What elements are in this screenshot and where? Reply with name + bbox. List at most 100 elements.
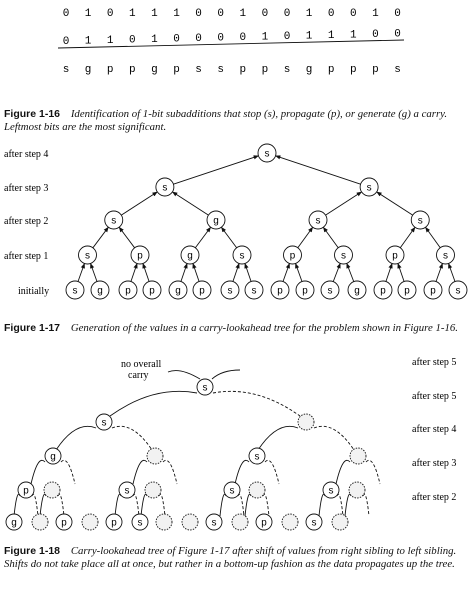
figure-1-16-caption: Figure 1-16 Identification of 1-bit suba… xyxy=(4,108,470,134)
bit-cell: 1 xyxy=(85,8,92,20)
tree-edge xyxy=(325,191,363,216)
tree-edge xyxy=(318,493,326,517)
leaf-node-value: p xyxy=(404,287,410,298)
tree-edge xyxy=(262,493,270,517)
level3-node-circle xyxy=(359,177,379,197)
tree-edge xyxy=(313,425,355,451)
bit-cell: 0 xyxy=(372,29,379,41)
tree-edge xyxy=(77,262,85,282)
step-label: after step 4 xyxy=(4,149,48,160)
tree-edge xyxy=(195,226,211,249)
tree-edge xyxy=(192,263,200,282)
step-label: after step 4 xyxy=(412,424,456,435)
bit-cell: 1 xyxy=(372,8,379,20)
tree-edge xyxy=(257,425,299,451)
level1-node-circle xyxy=(248,481,266,499)
figure-label: Figure 1-16 xyxy=(4,108,61,120)
tree-edge xyxy=(336,493,344,517)
step-label: after step 2 xyxy=(4,216,48,227)
level1-node-circle xyxy=(78,245,97,265)
leaf-node-circle xyxy=(448,280,468,300)
level1-node-value: s xyxy=(328,487,334,498)
leaf-node-value: p xyxy=(261,519,267,530)
level2-node-circle xyxy=(146,447,164,465)
level2-node-value: s xyxy=(315,217,321,228)
bit-cell: 0 xyxy=(394,8,401,20)
leaf-node-value: p xyxy=(199,287,205,298)
leaf-node-value: g xyxy=(175,287,181,298)
step-label: after step 3 xyxy=(412,458,456,469)
level1-node-circle xyxy=(130,245,150,265)
tree-edge xyxy=(140,493,148,517)
level1-node-circle xyxy=(283,245,302,265)
leaf-node-circle xyxy=(255,513,273,531)
bit-cell: p xyxy=(350,64,357,76)
tree-edge xyxy=(244,493,252,517)
figure-1-18-caption: Figure 1-18 Carry-lookahead tree of Figu… xyxy=(4,545,470,571)
level3-node-value: s xyxy=(366,184,372,195)
no-overall-carry-label-2: carry xyxy=(128,370,149,381)
tree-edge xyxy=(121,191,158,216)
leaf-node-circle xyxy=(295,280,315,300)
bit-cell: p xyxy=(239,64,246,76)
bit-cell: 0 xyxy=(195,8,202,20)
level1-node-value: p xyxy=(23,487,29,498)
leaf-node-circle xyxy=(373,280,393,300)
bit-cell: p xyxy=(107,64,114,76)
leaf-node-circle xyxy=(305,513,323,531)
bit-cell: s xyxy=(63,64,70,76)
bit-cell: g xyxy=(151,64,158,76)
step-label: initially xyxy=(18,286,49,297)
tree-edge xyxy=(92,226,109,249)
bit-cell: p xyxy=(328,64,335,76)
bit-cell: g xyxy=(85,64,92,76)
tree-edge xyxy=(31,493,39,517)
tree-edge xyxy=(234,459,250,485)
leaf-node-value: p xyxy=(111,519,117,530)
level1-node-value: g xyxy=(187,252,193,263)
leaf-node-circle xyxy=(131,513,149,531)
tree-edge xyxy=(118,226,135,249)
tree-edge xyxy=(180,263,188,282)
bit-cell: 0 xyxy=(129,35,136,47)
tree-edge xyxy=(448,262,456,282)
tree-edge xyxy=(376,191,413,216)
leaf-node-circle xyxy=(244,280,264,300)
bit-cell: 0 xyxy=(63,36,70,48)
tree-edge xyxy=(173,155,259,185)
leaf-node-value: s xyxy=(455,287,461,298)
bit-cell: 1 xyxy=(107,35,114,47)
level1-node-circle xyxy=(334,245,353,265)
bit-cell: 1 xyxy=(328,30,335,42)
figure-label: Figure 1-18 xyxy=(4,545,61,557)
leaf-node-circle xyxy=(281,513,299,531)
tree-edge xyxy=(55,425,97,451)
level1-node-circle xyxy=(232,245,252,265)
tree-edge xyxy=(132,459,148,485)
no-overall-carry-label: no overall xyxy=(121,359,161,370)
tree-edge xyxy=(60,459,76,485)
caption-text: Identification of 1-bit subadditions tha… xyxy=(4,108,448,133)
leaf-node-value: g xyxy=(97,287,103,298)
tree-edge xyxy=(365,459,381,485)
bit-cell: 0 xyxy=(284,31,291,43)
tree-edge xyxy=(385,263,393,282)
bit-cell: g xyxy=(306,64,313,76)
tree-edge xyxy=(237,493,245,517)
leaf-node-circle xyxy=(31,513,49,531)
leaf-node-value: p xyxy=(61,519,67,530)
tree-edge xyxy=(244,263,252,282)
level3-node-value: s xyxy=(101,419,107,430)
tree-edge xyxy=(362,493,370,517)
tree-edge xyxy=(171,191,209,216)
level2-node-circle xyxy=(206,210,226,230)
tree-edge xyxy=(162,459,178,485)
tree-edge xyxy=(30,459,46,485)
bit-cell: 1 xyxy=(306,8,313,20)
caption-text: Generation of the values in a carry-look… xyxy=(70,322,458,334)
step-label: after step 5 xyxy=(412,357,456,368)
leaf-node-circle xyxy=(205,513,223,531)
level3-node-circle xyxy=(297,413,315,431)
bit-cell: s xyxy=(195,64,202,76)
